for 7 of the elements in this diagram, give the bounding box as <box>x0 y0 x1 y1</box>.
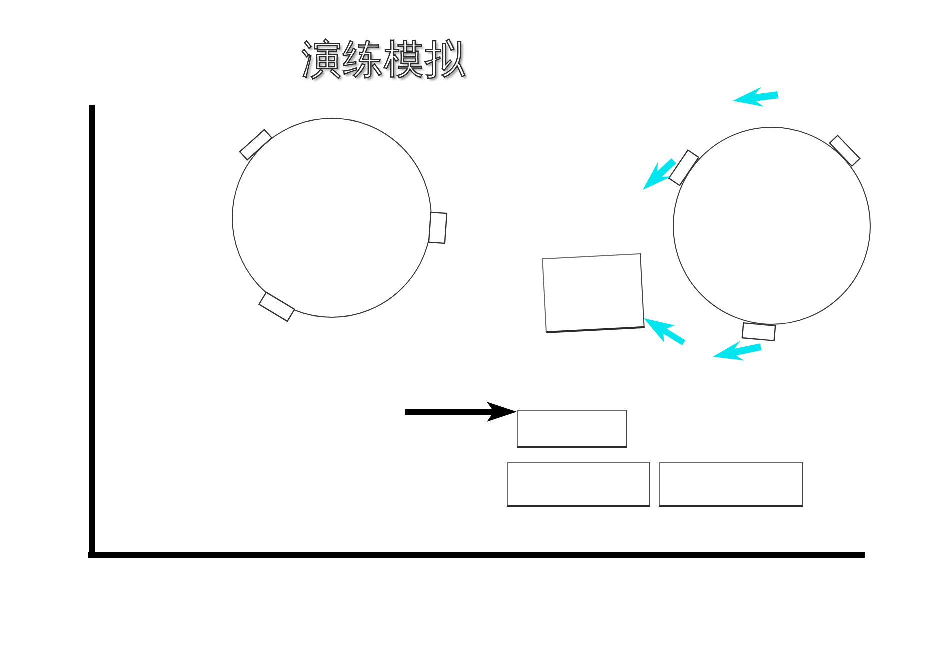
rectangle-box <box>542 252 644 334</box>
rectangle-box <box>659 462 803 507</box>
arrow <box>405 402 517 422</box>
arrow <box>644 318 686 346</box>
diagram-title: 演练模拟 <box>302 36 466 84</box>
rectangle-box <box>517 410 627 448</box>
rectangle-box <box>507 462 650 507</box>
